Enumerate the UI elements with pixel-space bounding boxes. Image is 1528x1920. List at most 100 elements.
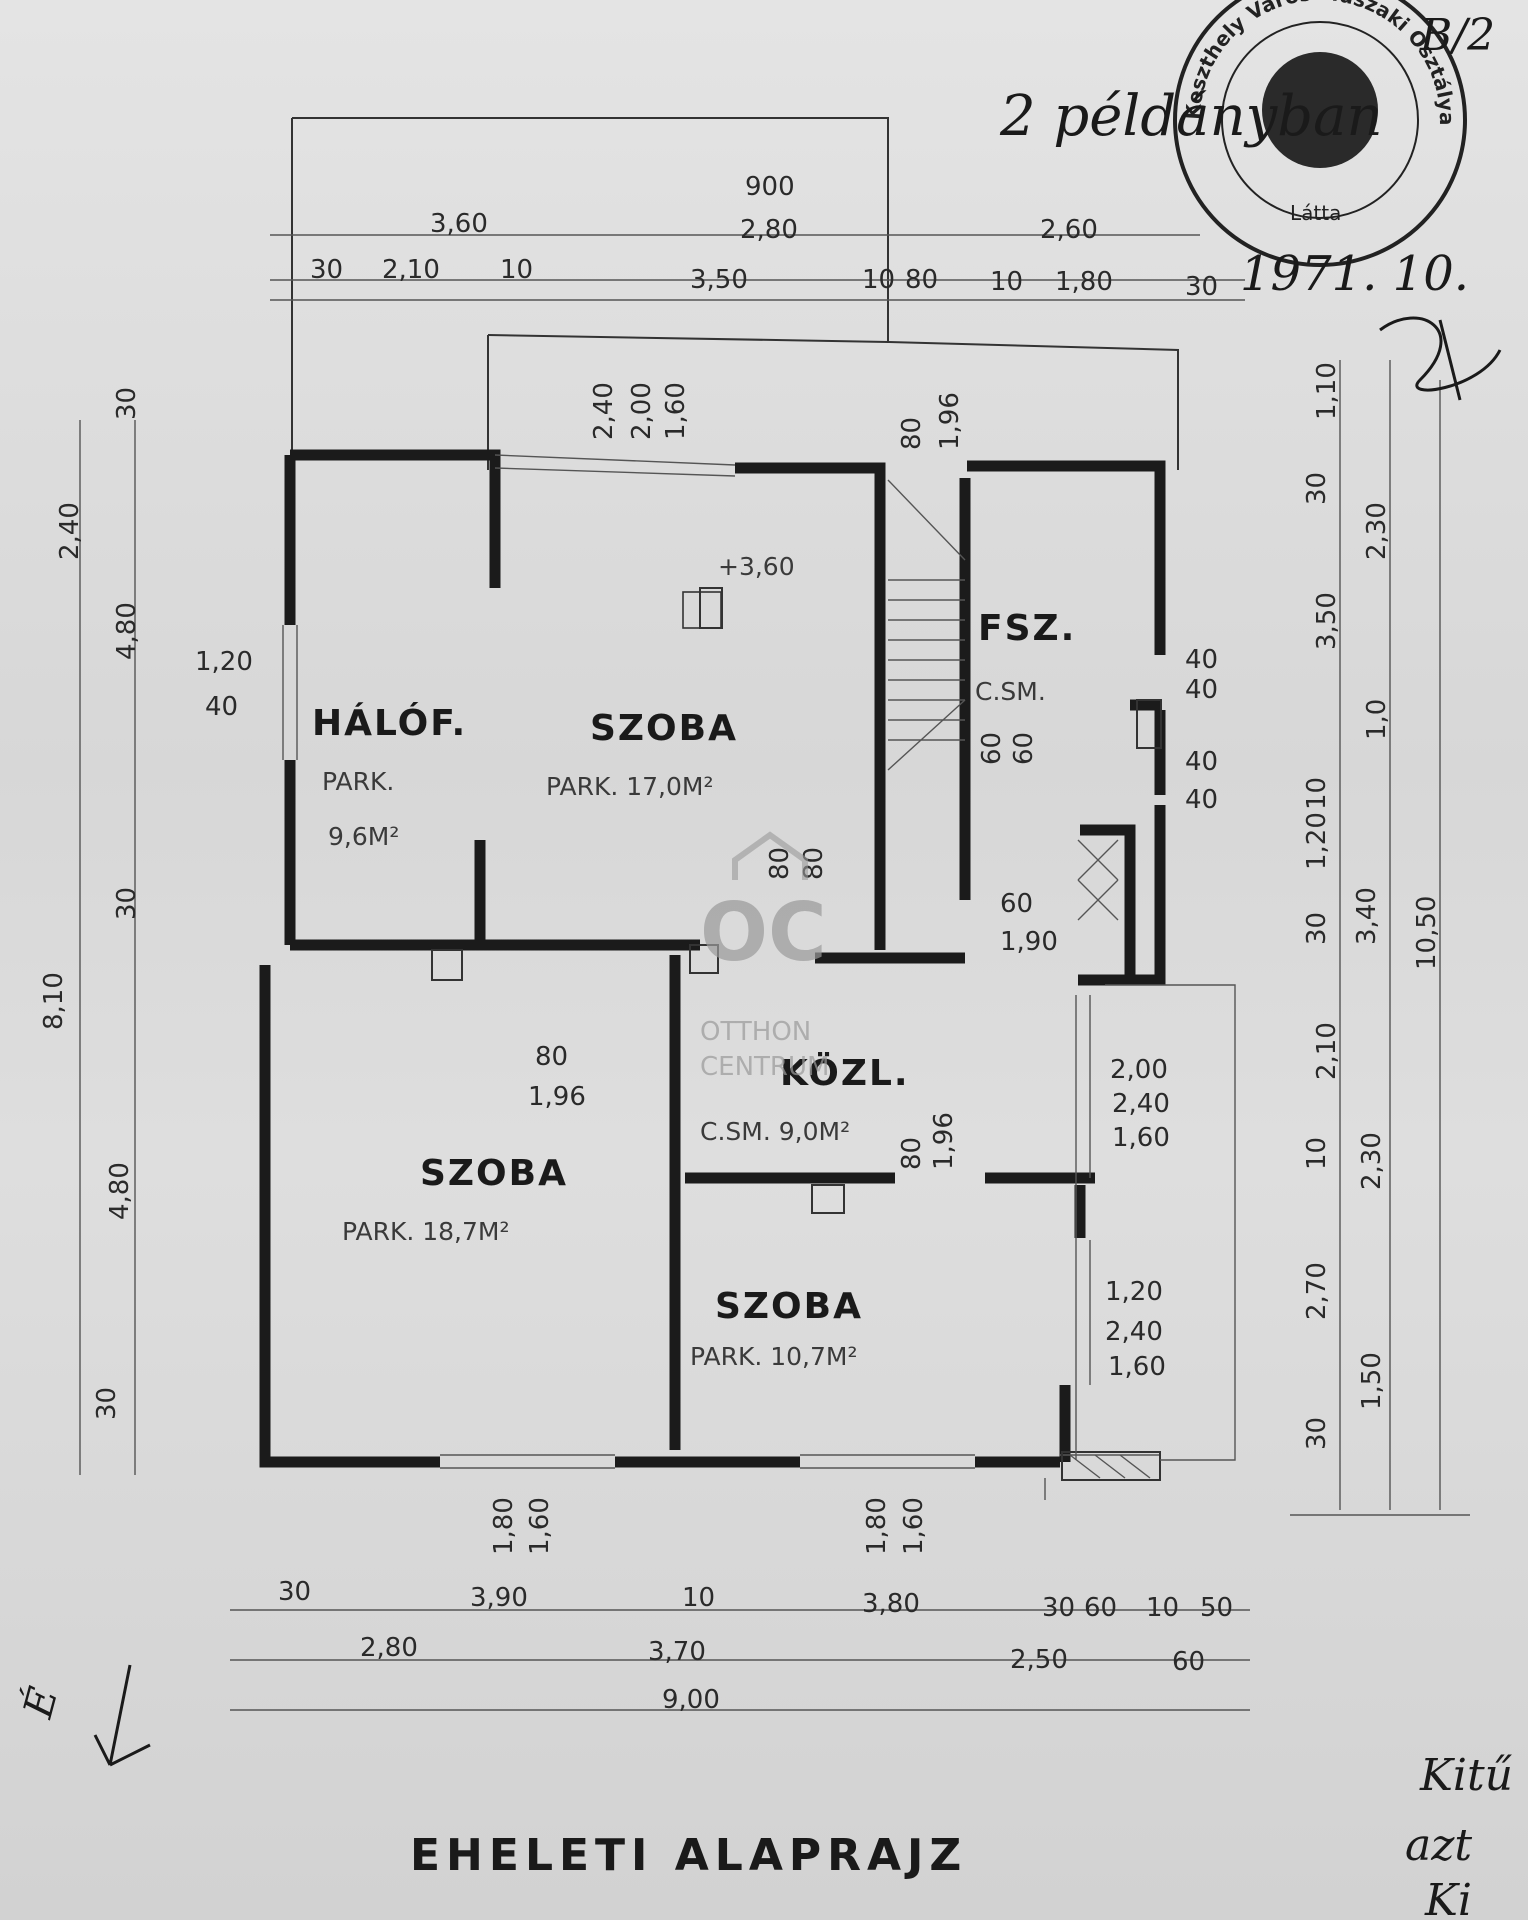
dim-right-9: 30	[1302, 912, 1332, 945]
dim-east-2: 40	[1185, 747, 1218, 777]
dim-east-1: 40	[1185, 675, 1218, 705]
dim-right-12: 2,30	[1357, 1132, 1387, 1190]
dims-top: 900 3,60 2,80 2,60 30 2,10 10 3,50 10 80…	[310, 172, 1218, 450]
dim-bot-overall: 9,00	[662, 1685, 720, 1715]
dimension-lines	[79, 234, 1470, 1711]
dim-bot-r2-1: 3,70	[648, 1637, 706, 1667]
dim-misc-16: 1,80	[489, 1497, 519, 1555]
dim-left-5: 8,10	[39, 972, 69, 1030]
dim-stair-1: 1,96	[935, 392, 965, 450]
room-szoba2-name: SZOBA	[420, 1153, 568, 1194]
dim-right-2: 2,30	[1362, 502, 1392, 560]
hand-note: 2 példányban	[999, 84, 1383, 149]
dim-right-3: 3,50	[1312, 592, 1342, 650]
dim-bot-r2-3: 60	[1172, 1647, 1205, 1677]
dim-bot-r1-5: 60	[1084, 1593, 1117, 1623]
dim-right-4: 1,0	[1362, 699, 1392, 740]
windows	[282, 454, 1236, 1481]
hand-top-right: B/2	[1419, 10, 1495, 61]
dims-left: 30 2,40 4,80 1,20 40 8,10 30 4,80 30	[39, 387, 253, 1420]
dim-top-r2-2: 10	[500, 255, 533, 285]
room-kozl-area: C.SM. 9,0M²	[700, 1117, 850, 1146]
dim-top-overall: 900	[745, 172, 795, 202]
room-csm-label: C.SM.	[975, 677, 1046, 706]
room-szoba1-area: PARK. 17,0M²	[546, 772, 714, 801]
room-kozl-name: KÖZL.	[780, 1052, 910, 1094]
watermark-line2: CENTRUM	[700, 1052, 829, 1082]
dim-bot-r2-0: 2,80	[360, 1633, 418, 1663]
hand-bottom-right-2: azt	[1405, 1820, 1472, 1871]
dim-left-4: 40	[205, 692, 238, 722]
dim-misc-18: 1,80	[862, 1497, 892, 1555]
stamp-center-text: Látta	[1290, 201, 1341, 225]
dim-top-r2-3: 3,50	[690, 265, 748, 295]
north-arrow-icon	[93, 1664, 151, 1767]
dim-misc-5: 1,96	[528, 1082, 586, 1112]
dim-misc-0: 60	[1000, 889, 1033, 919]
dim-left-6: 30	[112, 887, 142, 920]
dim-top-r2-7: 1,80	[1055, 267, 1113, 297]
hand-bottom-right-3: Ki	[1424, 1875, 1472, 1920]
dim-misc-19: 1,60	[899, 1497, 929, 1555]
dim-left-1: 2,40	[55, 502, 85, 560]
dim-bot-r1-7: 50	[1200, 1593, 1233, 1623]
dim-misc-3: 60	[1009, 732, 1039, 765]
room-szoba3-area: PARK. 10,7M²	[690, 1342, 858, 1371]
room-halof-name: HÁLÓF.	[312, 702, 467, 744]
dim-left-8: 30	[92, 1387, 122, 1420]
dim-right-10: 10	[1302, 1137, 1332, 1170]
dim-misc-7: 1,96	[929, 1112, 959, 1170]
handwriting: B/2 2 példányban 1971. 10. Kitű azt Ki É	[14, 10, 1513, 1920]
dim-right-8: 10,50	[1412, 896, 1442, 970]
dim-misc-10: 1,60	[1112, 1123, 1170, 1153]
dim-balcony-0: 2,40	[589, 382, 619, 440]
dim-misc-11: 1,20	[1105, 1277, 1163, 1307]
dim-right-15: 30	[1302, 1417, 1332, 1450]
room-szoba1-name: SZOBA	[590, 708, 738, 749]
drawing-title: EHELETI ALAPRAJZ	[410, 1830, 967, 1881]
north-letter: É	[14, 1682, 67, 1723]
dims-east-windows: 40 40 40 40	[1185, 645, 1218, 815]
watermark: OC OTTHON CENTRUM	[700, 831, 829, 1082]
dim-bot-r1-3: 3,80	[862, 1589, 920, 1619]
room-szoba2-area: PARK. 18,7M²	[342, 1217, 510, 1246]
signature	[1379, 316, 1502, 401]
dim-top-r1-1: 2,80	[740, 215, 798, 245]
dim-misc-12: 2,40	[1105, 1317, 1163, 1347]
room-labels: HÁLÓF. PARK. 9,6M² SZOBA PARK. 17,0M² FS…	[312, 552, 1074, 1371]
hand-date: 1971. 10.	[1240, 246, 1469, 302]
dims-right: 1,10 30 2,30 3,50 1,0 10 1,20 3,40 10,50…	[1302, 362, 1442, 1450]
dim-top-r2-6: 10	[990, 267, 1023, 297]
room-halof-floor: PARK.	[322, 767, 394, 796]
dim-right-14: 1,50	[1357, 1352, 1387, 1410]
staircase	[887, 479, 1119, 921]
dim-top-r1-2: 2,60	[1040, 215, 1098, 245]
dim-misc-13: 1,60	[1108, 1352, 1166, 1382]
dim-balcony-2: 1,60	[661, 382, 691, 440]
level-mark: +3,60	[718, 552, 795, 581]
dim-right-0: 1,10	[1312, 362, 1342, 420]
dim-right-7: 3,40	[1352, 887, 1382, 945]
dim-misc-2: 60	[977, 732, 1007, 765]
dim-bot-r1-4: 30	[1042, 1593, 1075, 1623]
interior-walls	[290, 478, 1160, 1462]
dim-top-r2-4: 10	[862, 265, 895, 295]
balcony-outline	[291, 117, 1179, 470]
watermark-line1: OTTHON	[700, 1017, 811, 1047]
dim-bot-r1-1: 3,90	[470, 1583, 528, 1613]
dim-left-3: 1,20	[195, 647, 253, 677]
dim-left-0: 30	[112, 387, 142, 420]
dim-right-1: 30	[1302, 472, 1332, 505]
dim-bot-r2-2: 2,50	[1010, 1645, 1068, 1675]
dims-misc: 60 1,90 60 60 80 1,96 80 1,96 2,00 2,40 …	[489, 732, 1170, 1555]
dim-top-r1-0: 3,60	[430, 209, 488, 239]
dim-top-r2-0: 30	[310, 255, 343, 285]
dim-right-5: 10	[1302, 777, 1332, 810]
dim-top-r2-8: 30	[1185, 272, 1218, 302]
dim-right-11: 2,10	[1312, 1022, 1342, 1080]
dim-misc-9: 2,40	[1112, 1089, 1170, 1119]
level-hatch	[682, 591, 722, 629]
dim-east-0: 40	[1185, 645, 1218, 675]
